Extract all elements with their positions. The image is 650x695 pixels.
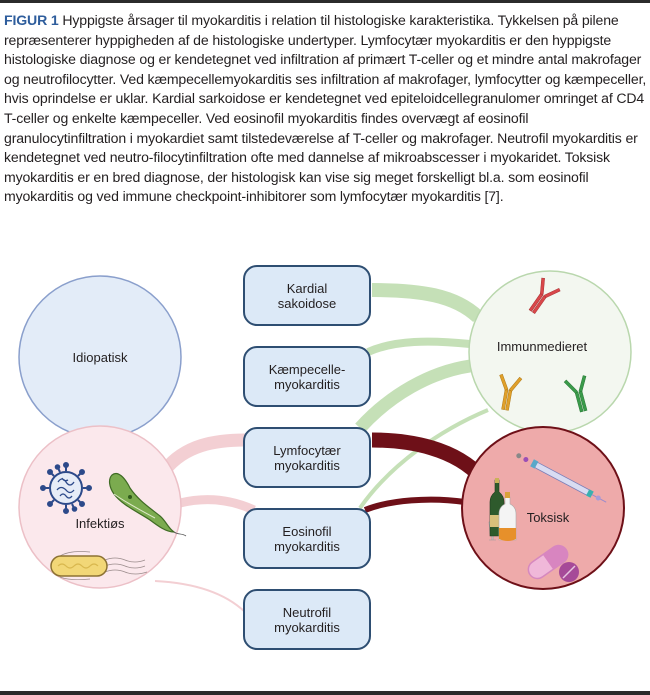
antibody-green-icon — [563, 375, 588, 413]
infektios-label: Infektiøs — [75, 516, 125, 531]
connection-immunmedieret-lymfocytaer — [355, 359, 472, 433]
box-lymfocytaer-line1: Lymfocytær — [273, 442, 341, 458]
connection-infektios-eosinofil — [178, 495, 256, 515]
syringe-icon — [516, 453, 607, 503]
box-kaempecelle-line2: myokarditis — [274, 376, 340, 392]
protozoa-icon — [108, 472, 187, 537]
toksisk-label: Toksisk — [527, 510, 570, 525]
connection-immunmedieret-kardial — [371, 283, 483, 323]
box-kardial-line1: Kardial — [286, 280, 328, 296]
box-neutrofil-line1: Neutrofil — [282, 604, 332, 620]
cause-infektios: Infektiøs — [18, 425, 187, 589]
caption-text: Hyppigste årsager til myokarditis i rela… — [4, 12, 647, 205]
toksisk-circle — [461, 426, 625, 590]
figure-caption: FIGUR 1 Hyppigste årsager til myokarditi… — [4, 11, 648, 207]
cause-immunmedieret: Immunmedieret — [468, 270, 632, 434]
immunmedieret-label: Immunmedieret — [497, 339, 588, 354]
bacterium-icon — [50, 551, 148, 581]
alcohol-bottles-icon — [488, 478, 517, 541]
idiopatisk-label: Idiopatisk — [73, 350, 128, 365]
connection-infektios-lymfocytaer — [159, 433, 246, 475]
connection-infektios-neutrofil — [154, 580, 246, 613]
box-eosinofil-line2: myokarditis — [274, 538, 340, 554]
top-rule — [0, 0, 650, 3]
box-eosinofil-line1: Eosinofil — [282, 523, 332, 539]
box-neutrofil-line2: myokarditis — [274, 619, 340, 635]
cause-toksisk: Toksisk — [461, 426, 625, 590]
box-kaempecelle-line1: Kæmpecelle- — [268, 361, 346, 377]
box-lymfocytaer-line2: myokarditis — [274, 457, 340, 473]
box-kaempecelle-myokarditis: Kæmpecelle-myokarditis — [243, 346, 371, 407]
bottom-rule — [0, 691, 650, 695]
antibody-orange-icon — [499, 373, 523, 411]
connection-immunmedieret-kaempecelle — [366, 337, 471, 356]
pills-icon — [527, 544, 579, 582]
figure-label: FIGUR 1 — [4, 12, 59, 28]
connection-toksisk-eosinofil — [363, 496, 466, 513]
antibody-red-icon — [528, 277, 561, 315]
cause-idiopatisk: Idiopatisk — [18, 275, 182, 439]
box-kardial-line2: sakoidose — [277, 295, 337, 311]
virus-icon — [40, 462, 92, 514]
